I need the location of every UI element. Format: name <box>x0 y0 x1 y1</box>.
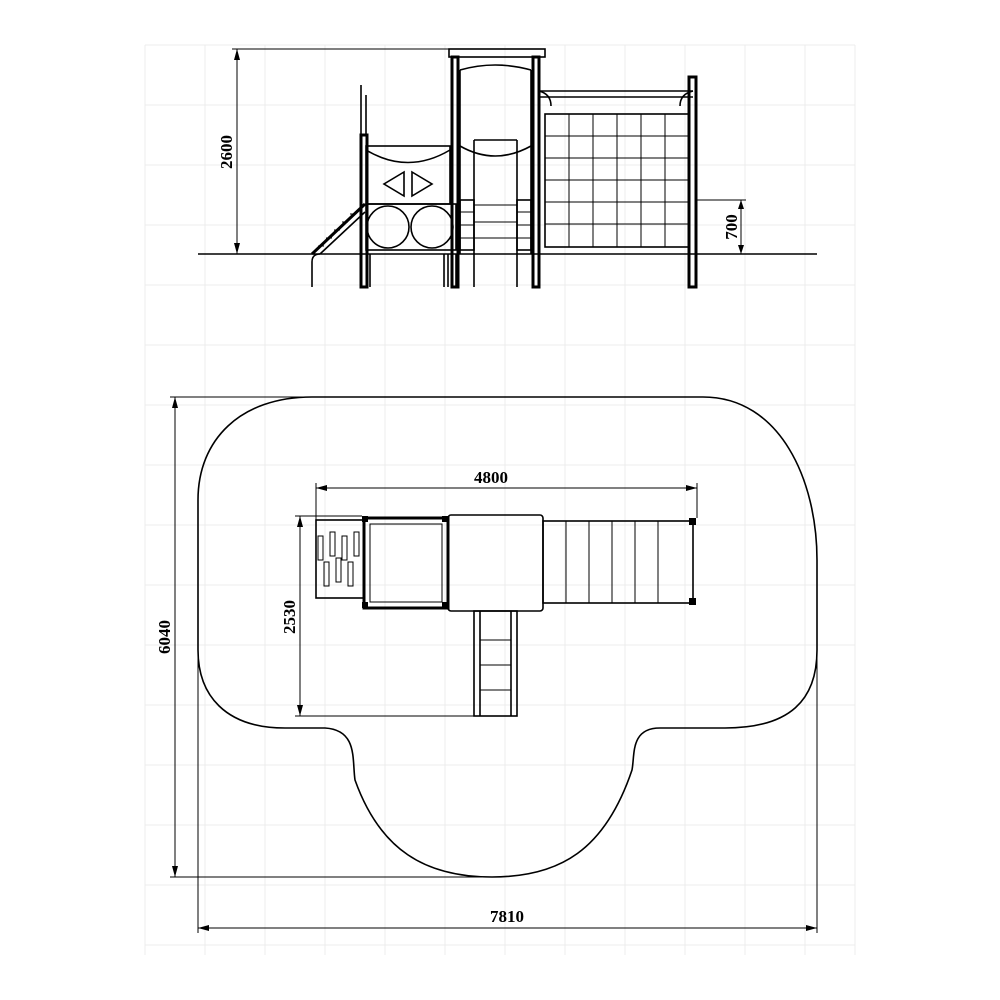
dimension-platform: 700 <box>696 199 746 254</box>
background-grid <box>144 44 856 955</box>
left-deck-plan <box>362 516 450 610</box>
dim-zone-depth: 6040 <box>155 620 174 654</box>
slide-plan <box>473 610 518 717</box>
dim-equipment-width: 2530 <box>280 600 299 634</box>
roof <box>448 48 546 58</box>
dimension-width: 2530 <box>280 515 474 717</box>
arrow-left-icon <box>382 170 405 198</box>
dim-zone-width: 7810 <box>490 907 524 926</box>
dim-overall-height: 2600 <box>217 135 236 169</box>
central-tower <box>447 48 546 289</box>
elevation-view: 2600 700 <box>198 48 817 289</box>
dimension-zone-depth: 6040 <box>155 396 492 878</box>
dimension-length: 4800 <box>315 468 698 520</box>
climbing-panel-plan <box>315 519 365 599</box>
dim-equipment-length: 4800 <box>474 468 508 487</box>
dimension-height: 2600 <box>217 48 449 254</box>
arrow-right-icon <box>411 170 434 198</box>
dim-platform-height: 700 <box>722 214 741 240</box>
arrow-panel <box>365 145 451 205</box>
tube-left <box>366 205 410 249</box>
plan-view: 4800 2530 6040 7810 <box>155 396 818 933</box>
roof-plan <box>447 514 544 612</box>
tube-right <box>410 205 454 249</box>
bridge-plan <box>542 518 696 605</box>
slide-side <box>310 202 367 287</box>
dimension-zone-width: 7810 <box>197 650 818 933</box>
left-panel-tower <box>359 85 457 289</box>
climbing-net <box>538 75 698 289</box>
